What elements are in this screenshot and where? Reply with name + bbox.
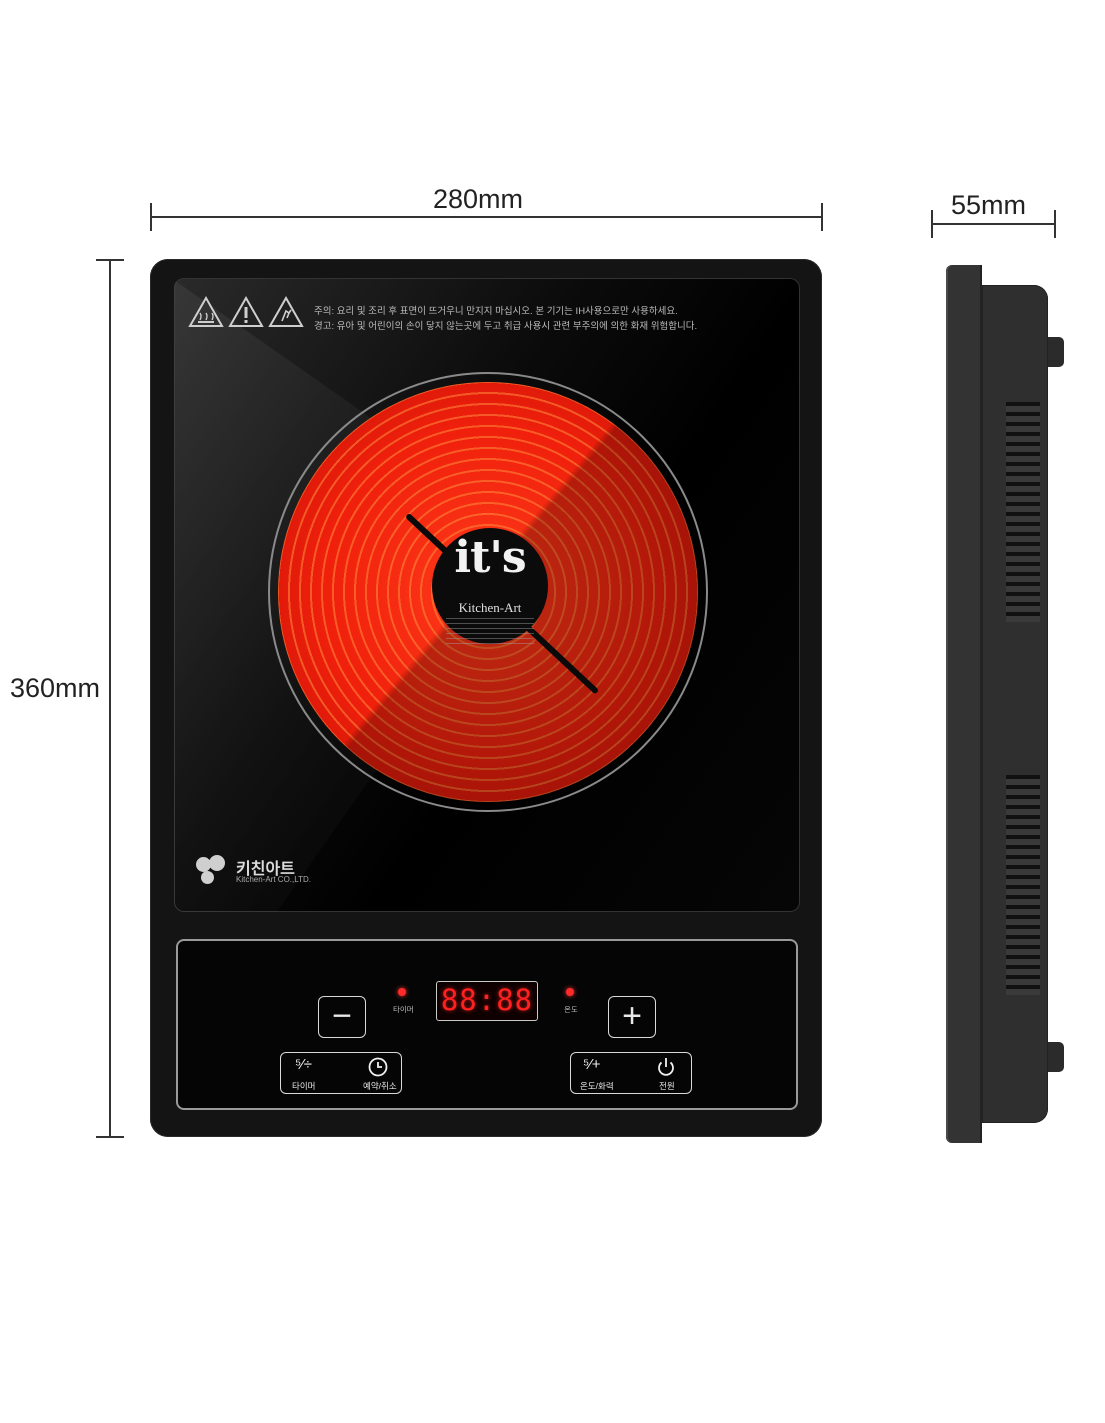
temperature-key-symbol: ⁵⁄+: [583, 1056, 601, 1073]
brand-name-korean: 키친아트: [236, 861, 295, 878]
side-view-vent-lower: [1006, 775, 1040, 995]
timer-reserve-key[interactable]: ⁵⁄÷ 타이머 예약/취소: [280, 1052, 402, 1094]
center-badge: it's Kitchen-Art: [432, 528, 548, 644]
height-dimension-line: [109, 259, 111, 1137]
temperature-indicator-led: [566, 988, 574, 996]
hot-surface-warning-icon: [188, 296, 224, 327]
width-dimension-label: 280mm: [433, 184, 524, 214]
badge-fine-print: [446, 618, 534, 644]
temperature-power-label: 온도/화력: [580, 1081, 614, 1091]
clock-icon: [368, 1057, 388, 1077]
reserve-cancel-label: 예약/취소: [363, 1081, 397, 1091]
its-logo: it's: [454, 532, 526, 583]
timer-key-symbol: ⁵⁄÷: [295, 1056, 312, 1073]
kitchen-art-logo-text: Kitchen-Art: [458, 600, 522, 615]
cooking-zone-ring: [268, 372, 708, 812]
timer-key-label: 타이머: [292, 1081, 316, 1091]
side-view-glass-edge: [946, 265, 982, 1143]
no-touch-warning-icon: [268, 296, 304, 327]
warning-text-line-1: 주의: 요리 및 조리 후 표면이 뜨거우니 만지지 마십시오. 본 기기는 I…: [314, 306, 678, 317]
width-dimension-tick-right: [821, 203, 823, 231]
height-dimension-tick-bottom: [96, 1136, 124, 1138]
height-dimension-tick-top: [96, 259, 124, 261]
warning-text-line-2: 경고: 유아 및 어린이의 손이 닿지 않는곳에 두고 취급 사용시 관련 부주…: [314, 321, 698, 332]
plus-button[interactable]: +: [608, 996, 656, 1038]
width-dimension-tick-left: [150, 203, 152, 231]
power-label: 전원: [659, 1081, 675, 1091]
minus-button[interactable]: −: [318, 996, 366, 1038]
brand-name-english: Kitchen-Art CO.,LTD.: [236, 875, 311, 884]
temperature-power-key[interactable]: ⁵⁄+ 온도/화력 전원: [570, 1052, 692, 1094]
brand-dots-icon: [196, 855, 230, 889]
side-view-foot-bottom: [1048, 1042, 1064, 1072]
timer-indicator-label: 타이머: [393, 1005, 414, 1014]
width-dimension-line: [150, 216, 822, 218]
led-display: 88:88: [436, 981, 538, 1021]
depth-dimension-tick-right: [1054, 210, 1056, 238]
control-panel: [176, 939, 798, 1110]
temperature-indicator-label: 온도: [564, 1005, 578, 1014]
depth-dimension-line: [931, 223, 1056, 225]
side-view-vent-upper: [1006, 402, 1040, 622]
power-icon: [658, 1058, 674, 1076]
side-view-foot-top: [1048, 337, 1064, 367]
depth-dimension-tick-left: [931, 210, 933, 238]
height-dimension-label: 360mm: [10, 673, 101, 703]
depth-dimension-label: 55mm: [951, 190, 1027, 220]
timer-indicator-led: [398, 988, 406, 996]
caution-warning-icon: [228, 296, 264, 327]
